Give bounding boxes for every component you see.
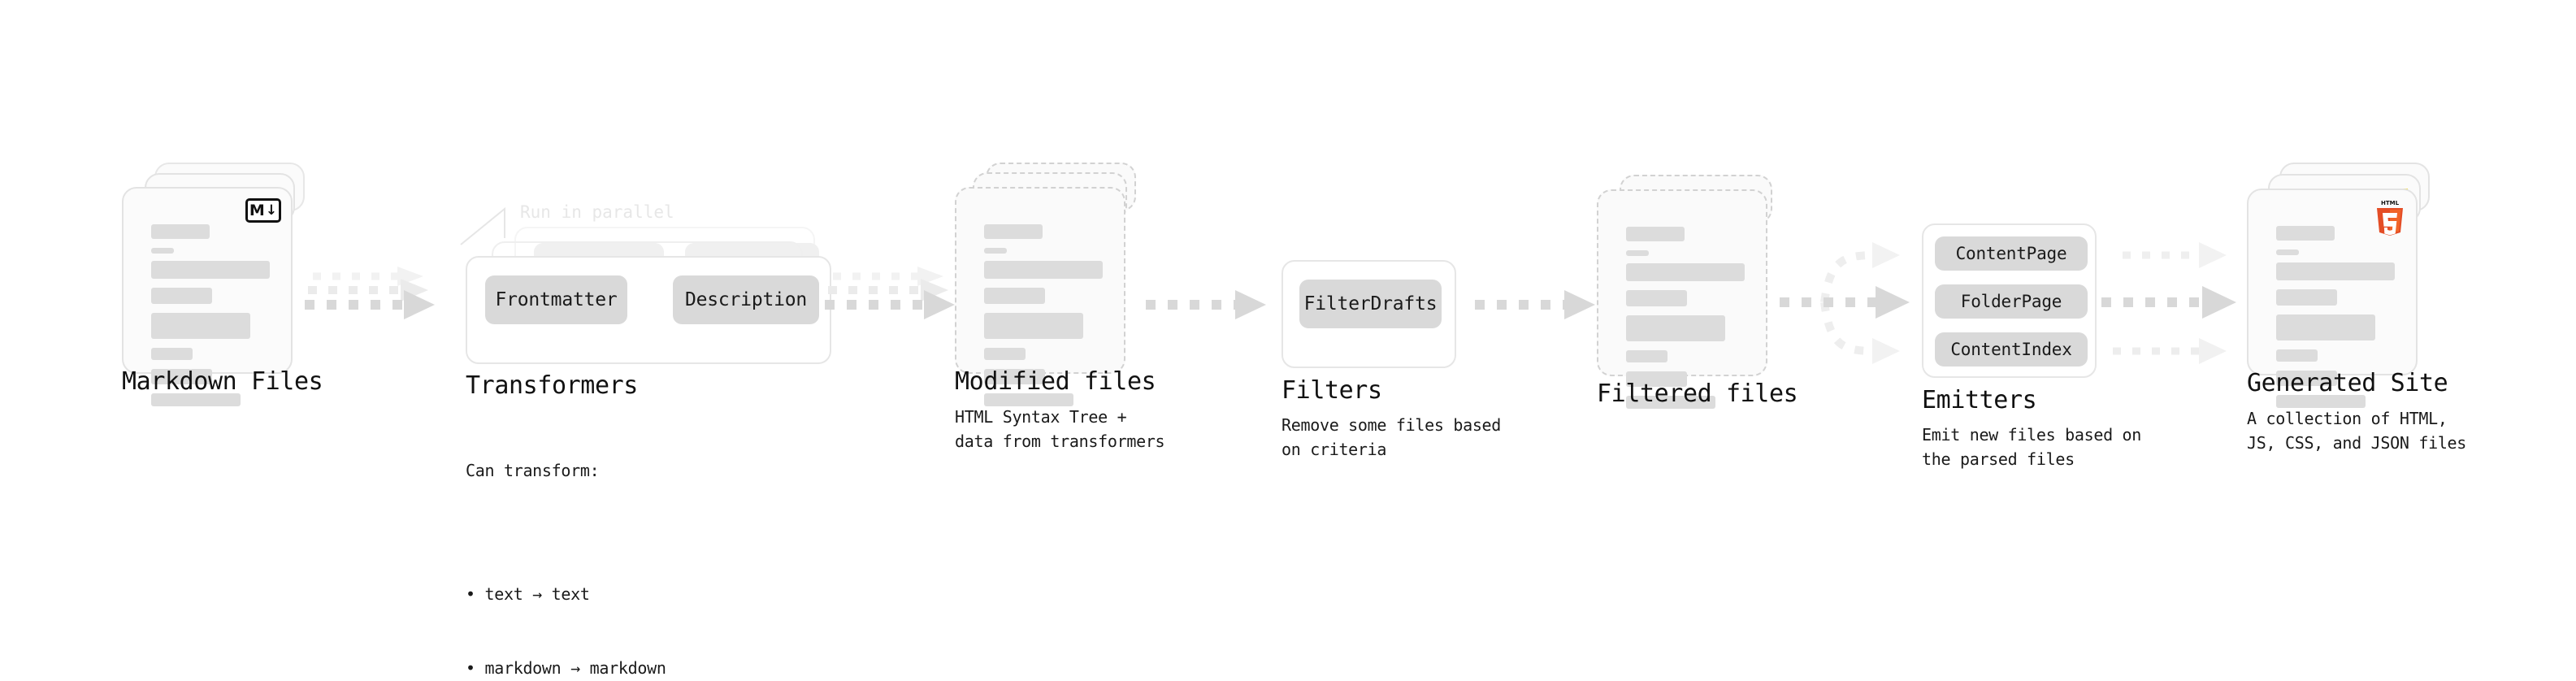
content-line	[2276, 249, 2299, 255]
emitter-chip-contentpage[interactable]: ContentPage	[1935, 236, 2088, 271]
modified-file-stack	[955, 163, 1142, 423]
content-line	[151, 224, 210, 239]
stage-modified-files: Modified files HTML Syntax Tree + data f…	[955, 163, 1165, 451]
content-line	[1626, 371, 1687, 387]
content-line	[2276, 395, 2366, 408]
content-line	[151, 313, 250, 339]
content-line	[2276, 349, 2318, 362]
content-line	[151, 288, 212, 304]
transformer-chip-frontmatter[interactable]: Frontmatter	[485, 275, 627, 324]
file-card-front	[955, 187, 1125, 406]
markdown-file-stack: M↓	[122, 163, 309, 423]
file-content-lines	[984, 224, 1103, 415]
file-content-lines	[1626, 227, 1745, 418]
transformers-bullet: • markdown → markdown	[466, 657, 666, 678]
content-line	[2276, 262, 2395, 280]
content-line	[984, 248, 1007, 254]
transformer-chip-description[interactable]: Description	[673, 275, 819, 324]
stage-subtitle-modified-files: HTML Syntax Tree + data from transformer…	[955, 407, 1165, 452]
file-card-front: M↓	[122, 187, 293, 406]
transformers-bullet-list: • text → text • markdown → markdown • ht…	[466, 532, 666, 681]
file-content-lines	[151, 224, 270, 415]
arrow-emitters-to-site	[2101, 228, 2247, 374]
filters-group-box: FilterDrafts	[1281, 260, 1456, 368]
transformers-can-transform-label: Can transform:	[466, 460, 600, 480]
content-line	[2276, 226, 2335, 241]
stage-title-emitters: Emitters	[1922, 386, 2037, 414]
file-card-front: HTML	[2247, 189, 2418, 408]
emitter-chip-contentindex[interactable]: ContentIndex	[1935, 332, 2088, 367]
stage-filtered-files: Filtered files	[1597, 175, 1798, 435]
content-line	[1626, 315, 1725, 341]
content-line	[1626, 290, 1687, 306]
run-in-parallel-bracket	[460, 206, 505, 245]
content-line	[1626, 227, 1685, 241]
transformer-layer-front: Frontmatter Description	[466, 256, 831, 364]
stage-generated-site: CSS	[2247, 163, 2466, 453]
file-card-front	[1597, 189, 1767, 409]
stage-subtitle-filters: Remove some files based on criteria	[1281, 415, 1502, 460]
content-line	[151, 248, 174, 254]
markdown-icon-letter: M	[249, 201, 265, 219]
content-line	[1626, 263, 1745, 281]
stage-subtitle-transformers: Can transform: • text → text • markdown …	[466, 409, 666, 681]
content-line	[2276, 371, 2337, 386]
stage-title-filtered-files: Filtered files	[1597, 380, 1798, 408]
run-in-parallel-label: Run in parallel	[520, 202, 674, 222]
content-line	[984, 369, 1045, 384]
filter-chip-filterdrafts[interactable]: FilterDrafts	[1299, 280, 1442, 328]
arrow-markdown-to-transformers	[305, 267, 443, 341]
content-line	[1626, 396, 1715, 409]
content-line	[1626, 250, 1649, 256]
stage-subtitle-generated-site: A collection of HTML, JS, CSS, and JSON …	[2247, 409, 2467, 453]
stage-title-markdown-files: Markdown Files	[122, 367, 323, 396]
arrow-transformers-to-modified	[825, 267, 963, 341]
markdown-icon-arrow: ↓	[265, 202, 278, 219]
filtered-file-stack	[1597, 175, 1784, 435]
markdown-icon: M↓	[245, 198, 281, 223]
content-line	[151, 348, 193, 360]
content-line	[151, 369, 212, 384]
arrow-filters-to-filtered	[1475, 290, 1605, 335]
stage-markdown-files: M↓ Markdown Files	[122, 163, 323, 423]
content-line	[151, 393, 241, 406]
stage-title-transformers: Transformers	[466, 371, 638, 400]
content-line	[984, 288, 1045, 304]
transformers-bullet: • text → text	[466, 583, 590, 604]
generated-site-file-stack: CSS	[2247, 163, 2434, 423]
html5-icon: HTML	[2374, 198, 2406, 236]
content-line	[1626, 350, 1667, 362]
arrow-modified-to-filters	[1146, 290, 1276, 335]
content-line	[984, 313, 1083, 339]
emitter-chip-folderpage[interactable]: FolderPage	[1935, 284, 2088, 319]
stage-title-generated-site: Generated Site	[2247, 369, 2448, 397]
content-line	[2276, 289, 2337, 306]
content-line	[984, 348, 1026, 360]
content-line	[984, 224, 1043, 239]
stage-title-modified-files: Modified files	[955, 367, 1156, 396]
stage-subtitle-emitters: Emit new files based on the parsed files	[1922, 425, 2142, 470]
emitters-group-box: ContentPage FolderPage ContentIndex	[1922, 223, 2097, 378]
stage-title-filters: Filters	[1281, 376, 1382, 405]
svg-text:HTML: HTML	[2381, 200, 2400, 206]
content-line	[984, 393, 1073, 406]
content-line	[2276, 314, 2375, 340]
content-line	[984, 261, 1103, 279]
content-line	[151, 261, 270, 279]
arrow-filtered-to-emitters	[1780, 228, 1922, 374]
file-content-lines	[2276, 226, 2395, 417]
